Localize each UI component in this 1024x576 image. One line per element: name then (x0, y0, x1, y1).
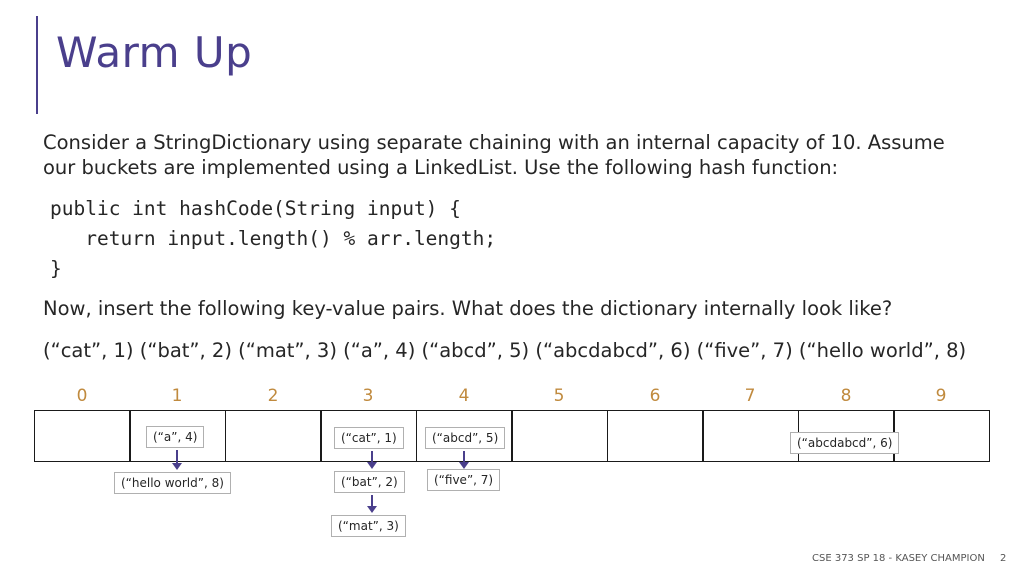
intro-paragraph: Consider a StringDictionary using separa… (43, 131, 945, 179)
node-bucket1-a: (“a”, 4) (146, 426, 205, 448)
array-cell-2 (225, 410, 322, 462)
node-bucket3-mat: (“mat”, 3) (331, 515, 406, 537)
arrow-bucket3-1 (367, 451, 377, 469)
array-cell-5 (511, 410, 608, 462)
array-cell-0 (34, 410, 131, 462)
node-bucket8-abcdabcd: (“abcdabcd”, 6) (790, 432, 900, 454)
index-label-9: 9 (935, 386, 947, 406)
node-bucket1-hello-world: (“hello world”, 8) (114, 472, 231, 494)
index-label-2: 2 (267, 386, 279, 406)
arrow-bucket1 (172, 450, 182, 470)
node-bucket3-bat: (“bat”, 2) (334, 471, 405, 493)
page-number: 2 (1000, 553, 1007, 564)
index-label-1: 1 (171, 386, 183, 406)
array-cell-9 (893, 410, 990, 462)
array-cell-6 (607, 410, 704, 462)
array-cell-7 (702, 410, 799, 462)
node-bucket4-abcd: (“abcd”, 5) (425, 427, 506, 449)
node-bucket4-five: (“five”, 7) (427, 469, 501, 491)
arrow-bucket4 (459, 451, 469, 469)
code-line-2: return input.length() % arr.length; (50, 227, 497, 250)
node-bucket3-cat: (“cat”, 1) (334, 427, 404, 449)
index-label-8: 8 (840, 386, 852, 406)
title-accent-bar (36, 16, 38, 114)
index-label-3: 3 (362, 386, 374, 406)
code-line-1: public int hashCode(String input) { (50, 197, 461, 220)
arrow-bucket3-2 (367, 495, 377, 513)
index-label-4: 4 (458, 386, 470, 406)
pairs-line: (“cat”, 1) (“bat”, 2) (“mat”, 3) (“a”, 4… (43, 339, 967, 362)
slide-title: Warm Up (56, 28, 253, 77)
index-label-0: 0 (76, 386, 88, 406)
footer-course: CSE 373 SP 18 - KASEY CHAMPION (812, 553, 985, 564)
index-label-6: 6 (649, 386, 661, 406)
index-label-7: 7 (744, 386, 756, 406)
code-line-3: } (50, 257, 62, 280)
question-paragraph: Now, insert the following key-value pair… (43, 297, 893, 320)
index-label-5: 5 (553, 386, 565, 406)
